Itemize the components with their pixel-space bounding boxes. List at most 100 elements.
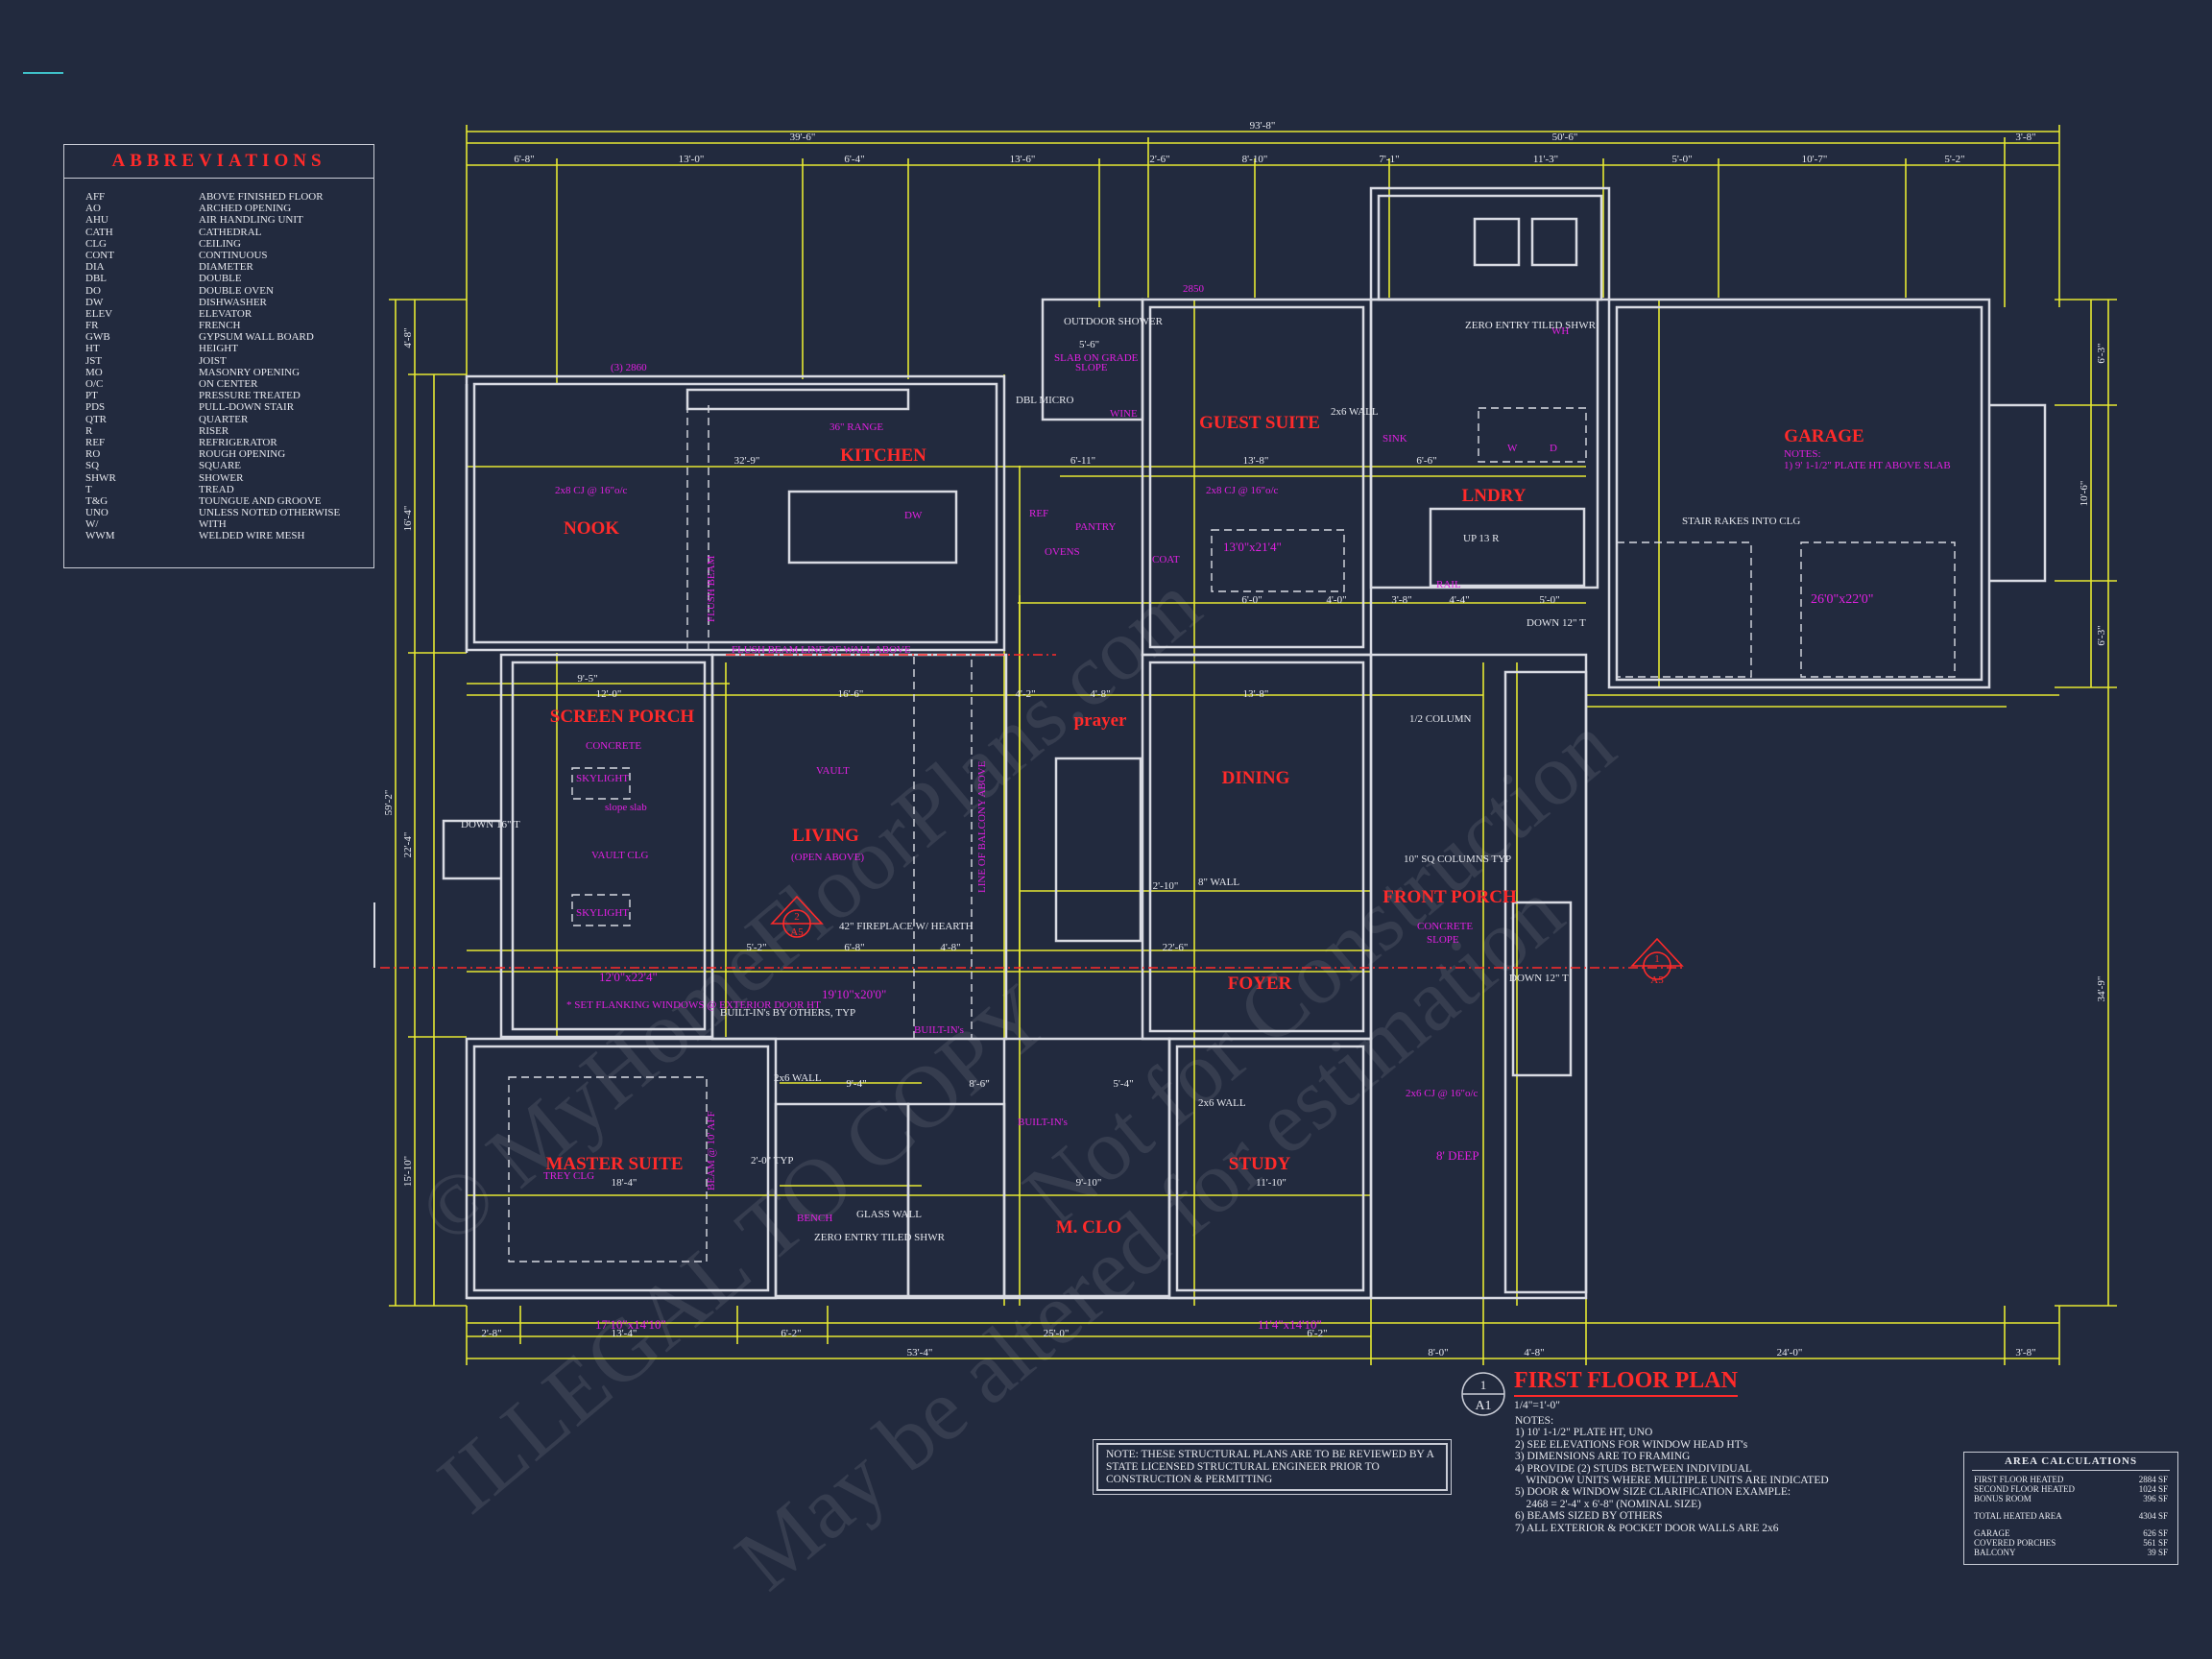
dim-left-overall: 59'-2": [383, 790, 395, 816]
foyer-size: 19'10"x20'0": [822, 987, 886, 1001]
room-prayer: prayer: [1074, 710, 1127, 731]
dim-top-seg: 5'-0": [1671, 154, 1692, 165]
area-label: SECOND FLOOR HEATED: [1974, 1484, 2076, 1494]
abbreviation-meaning: SQUARE: [199, 460, 242, 472]
wall-2x6: 2x6 WALL: [774, 1072, 822, 1084]
half-column: 1/2 COLUMN: [1409, 713, 1472, 725]
abbreviation-meaning: ABOVE FINISHED FLOOR: [199, 191, 324, 203]
slope: SLOPE: [1427, 934, 1459, 946]
dim-interior: 6'-8": [844, 942, 864, 953]
dim-interior: 12'-0": [596, 688, 622, 700]
abbreviation-meaning: CONTINUOUS: [199, 249, 268, 261]
bench: BENCH: [797, 1213, 832, 1224]
area-value: 1024 SF: [2138, 1484, 2168, 1494]
flush-beam: FLUSH BEAM: [706, 555, 717, 622]
dimension-lines: [389, 125, 2117, 1365]
wh: WH: [1551, 325, 1569, 337]
abbreviation-code: MO: [85, 366, 103, 378]
notes-heading: NOTES:: [1515, 1415, 1554, 1427]
range: 36" RANGE: [830, 421, 883, 433]
room-front-porch: FRONT PORCH: [1382, 887, 1517, 907]
abbreviation-code: SQ: [85, 460, 100, 472]
dim-left-seg: 4'-8": [402, 327, 414, 348]
beam-label: BEAM @ 10' AFF: [706, 1111, 717, 1190]
stair-rakes: STAIR RAKES INTO CLG: [1682, 516, 1800, 527]
abbreviation-meaning: CEILING: [199, 237, 241, 250]
area-row: SECOND FLOOR HEATED 1024 SF: [1964, 1484, 2177, 1494]
abbreviation-meaning: DOUBLE: [199, 273, 242, 285]
abbreviation-code: O/C: [85, 378, 104, 390]
abbreviation-meaning: ROUGH OPENING: [199, 448, 286, 461]
sink: SINK: [1382, 433, 1407, 445]
typ-20: 2'-0" TYP: [751, 1155, 793, 1166]
abbreviation-code: AHU: [85, 214, 108, 227]
dim-bottom-seg: 25'-0": [1044, 1328, 1070, 1339]
dim-bottom-overall: 53'-4": [907, 1347, 933, 1358]
dim-interior: 11'-10": [1256, 1177, 1286, 1189]
wine: WINE: [1110, 408, 1138, 420]
abbreviation-code: HT: [85, 343, 100, 355]
dim-bottom-seg: 24'-0": [1777, 1347, 1803, 1358]
dim-left-seg: 16'-4": [402, 506, 414, 532]
outdoor-shower-dim: 5'-6": [1079, 339, 1099, 350]
deep-8: 8' DEEP: [1436, 1148, 1479, 1163]
area-value: 626 SF: [2143, 1528, 2168, 1538]
area-value: 39 SF: [2147, 1548, 2168, 1557]
plan-ref-bubble: [1461, 1372, 1505, 1416]
dim-left-seg: 15'-10": [402, 1156, 414, 1187]
wall-2x6: 2x6 WALL: [1198, 1097, 1246, 1109]
cj-label: 2x8 CJ @ 16"o/c: [555, 485, 628, 496]
dim-bottom-seg: 6'-2": [1307, 1328, 1327, 1339]
area-label: TOTAL HEATED AREA: [1974, 1511, 2062, 1521]
abbreviation-meaning: SHOWER: [199, 471, 244, 484]
abbreviation-code: DIA: [85, 261, 105, 274]
abbreviation-meaning: ON CENTER: [199, 378, 258, 390]
dim-interior: 9'-10": [1076, 1177, 1102, 1189]
dim-interior: 16'-6": [838, 688, 864, 700]
section-marker-sheet: A5: [790, 926, 804, 938]
dim-interior: 13'-8": [1243, 455, 1269, 467]
room-dining: DINING: [1222, 768, 1290, 788]
coat: COAT: [1152, 554, 1180, 565]
section-marker-2: [770, 895, 824, 938]
area-label: GARAGE: [1974, 1528, 2010, 1538]
abbreviation-code: SHWR: [85, 471, 116, 484]
section-marker-num: 2: [794, 911, 800, 923]
zero-entry-top: ZERO ENTRY TILED SHWR: [1465, 320, 1597, 331]
abbreviation-meaning: FRENCH: [199, 320, 241, 332]
abbreviation-meaning: DOUBLE OVEN: [199, 284, 274, 297]
ref: REF: [1029, 508, 1048, 519]
abbreviations-divider: [64, 178, 373, 179]
area-label: COVERED PORCHES: [1974, 1538, 2056, 1548]
dim-top-overall: 93'-8": [1250, 120, 1276, 132]
dim-top-seg: 6'-8": [514, 154, 534, 165]
dim-bottom-seg: 6'-2": [781, 1328, 801, 1339]
room-study: STUDY: [1229, 1154, 1291, 1174]
area-value: 2884 SF: [2138, 1475, 2168, 1484]
dbl-micro: DBL MICRO: [1016, 395, 1073, 406]
abbreviation-meaning: ARCHED OPENING: [199, 203, 292, 215]
dim-interior: 5'-2": [746, 942, 766, 953]
abbreviation-code: DBL: [85, 273, 107, 285]
dim-top-left: 39'-6": [790, 132, 816, 143]
wall-2x6: 2x6 WALL: [1331, 406, 1379, 418]
dim-top-seg: 2'-6": [1149, 154, 1169, 165]
slope-slab: slope slab: [605, 802, 647, 813]
abbreviation-meaning: TREAD: [199, 483, 234, 495]
